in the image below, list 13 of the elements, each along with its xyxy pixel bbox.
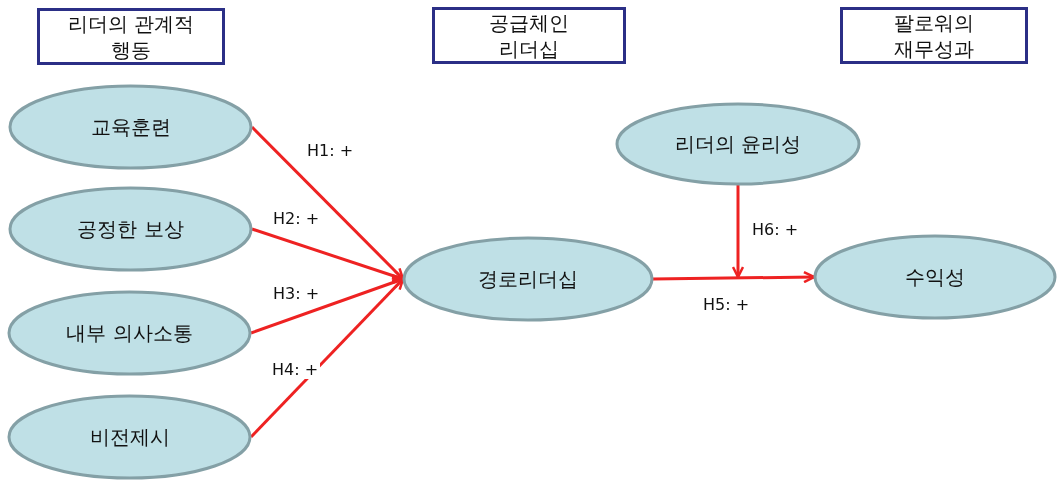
- oval-node: 리더의 윤리성: [615, 102, 861, 186]
- oval-node: 비전제시: [7, 394, 252, 480]
- oval-node: 경로리더십: [402, 236, 654, 322]
- oval-node: 공정한 보상: [8, 186, 253, 272]
- arrow: [731, 185, 745, 279]
- arrow: [652, 270, 816, 284]
- oval-node: 수익성: [813, 234, 1057, 320]
- heading-box: 공급체인 리더십: [432, 7, 626, 64]
- oval-node: 내부 의사소통: [7, 290, 252, 376]
- heading-box: 팔로워의 재무성과: [840, 7, 1028, 64]
- oval-node: 교육훈련: [8, 84, 253, 170]
- edge-label: H4: +: [270, 360, 321, 379]
- heading-box: 리더의 관계적 행동: [37, 8, 225, 65]
